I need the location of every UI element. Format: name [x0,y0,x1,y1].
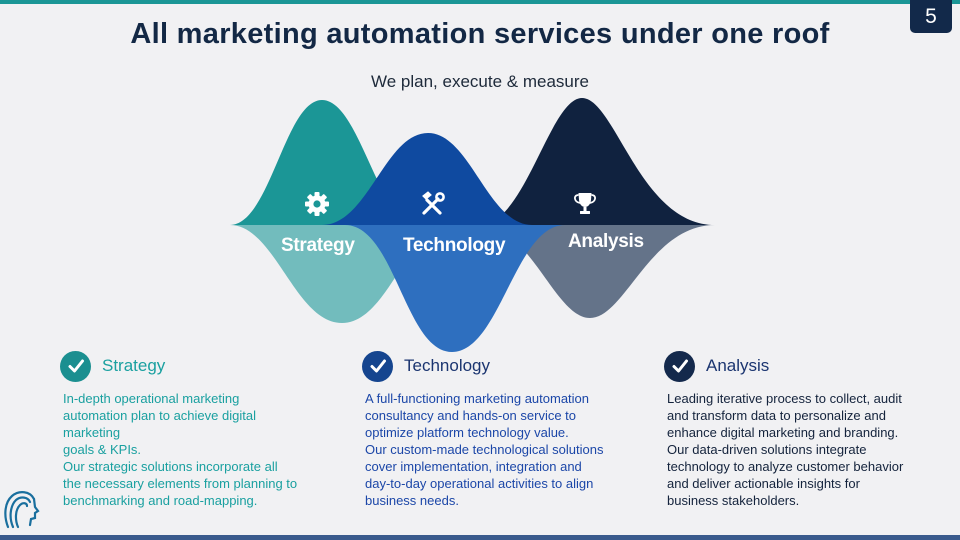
check-circle-icon [362,350,393,382]
gear-icon [305,192,329,216]
text-line: Our strategic solutions incorporate all [63,459,278,474]
text-line: Our data-driven solutions integrate [667,442,867,457]
analysis-column: Analysis Leading iterative process to co… [664,348,954,509]
text-line: day-to-day operational activities to ali… [365,476,594,491]
check-circle-icon [60,350,91,382]
check-circle-icon [664,350,695,382]
technology-header: Technology [362,348,632,384]
text-line: and deliver actionable insights for [667,476,860,491]
text-line: automation plan to achieve digital [63,408,256,423]
text-line: technology to analyze customer behavior [667,459,904,474]
text-line: the necessary elements from planning to [63,476,298,491]
company-logo [4,491,40,529]
analysis-description: Leading iterative process to collect, au… [667,390,954,509]
slide-subtitle: We plan, execute & measure [371,72,589,91]
technology-wave-top [322,133,532,225]
analysis-header: Analysis [664,348,954,384]
slide-title: All marketing automation services under … [130,18,830,50]
analysis-wave-bottom [480,225,715,318]
page-number-badge: 5 [910,0,952,33]
bottom-accent-bar [0,535,960,540]
technology-wave-label: Technology [403,235,506,256]
text-line: In-depth operational marketing [63,391,240,406]
text-line: goals & KPIs. [63,442,142,457]
strategy-wave-label: Strategy [281,235,355,256]
text-line: Our custom-made technological solutions [365,442,604,457]
text-line: A full-functioning marketing automation [365,391,590,406]
strategy-header: Strategy [60,348,330,384]
text-line: and transform data to personalize and [667,408,886,423]
strategy-description: In-depth operational marketing automatio… [63,390,330,509]
strategy-title: Strategy [102,356,166,375]
text-line: benchmarking and road-mapping. [63,493,258,508]
technology-column: Technology A full-functioning marketing … [362,348,632,509]
strategy-column: Strategy In-depth operational marketing … [60,348,330,509]
top-accent-bar [0,0,960,4]
technology-description: A full-functioning marketing automation … [365,390,632,509]
text-line: cover implementation, integration and [365,459,582,474]
text-line: marketing [63,425,121,440]
text-line: Leading iterative process to collect, au… [667,391,902,406]
technology-title: Technology [404,356,491,375]
analysis-wave-top [480,98,715,225]
technology-wave-bottom [345,225,565,352]
text-line: optimize platform technology value. [365,425,569,440]
analysis-title: Analysis [706,356,770,375]
text-line: business needs. [365,493,459,508]
analysis-wave-label: Analysis [568,231,644,252]
text-line: enhance digital marketing and branding. [667,425,899,440]
text-line: consultancy and hands-on service to [365,408,577,423]
trophy-icon [574,193,596,214]
tools-icon [422,191,445,215]
text-line: business stakeholders. [667,493,800,508]
